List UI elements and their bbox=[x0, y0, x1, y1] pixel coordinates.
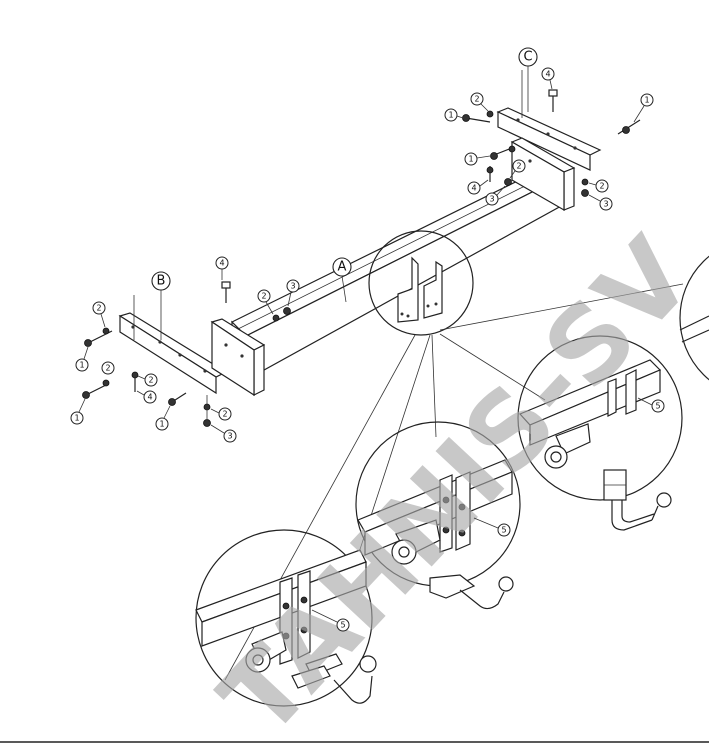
callout-1-right-left: 1 bbox=[444, 108, 464, 122]
callout-3-right-mid: 3 bbox=[485, 185, 506, 206]
svg-text:5: 5 bbox=[501, 526, 506, 535]
right-fasteners bbox=[462, 89, 641, 197]
svg-text:3: 3 bbox=[290, 282, 295, 291]
svg-text:2: 2 bbox=[261, 292, 266, 301]
svg-text:2: 2 bbox=[105, 364, 110, 373]
callout-2-left-mid: 2 bbox=[101, 361, 115, 375]
svg-text:1: 1 bbox=[159, 420, 164, 429]
callout-3-left-lower: 3 bbox=[210, 424, 237, 443]
svg-text:1: 1 bbox=[644, 96, 649, 105]
callout-2-left-bolt: 2 bbox=[137, 373, 158, 387]
callout-1-left-top: 1 bbox=[75, 346, 89, 372]
svg-text:2: 2 bbox=[516, 162, 521, 171]
detail-circle-bottom-left bbox=[195, 529, 377, 707]
svg-text:2: 2 bbox=[599, 182, 604, 191]
svg-text:3: 3 bbox=[603, 200, 608, 209]
callout-2-right-bottom: 2 bbox=[588, 179, 609, 193]
callout-1-right-top: 1 bbox=[633, 93, 654, 123]
part-label-b-text: B bbox=[157, 274, 166, 289]
callout-1-left-bottom: 1 bbox=[70, 398, 86, 425]
callout-3-right-bottom: 3 bbox=[588, 194, 613, 211]
detail-focus-circle bbox=[368, 230, 474, 336]
callout-2-left-top: 2 bbox=[92, 301, 106, 328]
callout-1-left-center: 1 bbox=[155, 405, 171, 431]
detail-circle-right bbox=[517, 335, 683, 531]
callout-4-left: 4 bbox=[136, 390, 157, 404]
callout-4-right-top: 4 bbox=[541, 67, 555, 90]
svg-text:3: 3 bbox=[227, 432, 232, 441]
callout-2-right-mid: 2 bbox=[509, 159, 526, 179]
callout-2-left-lower: 2 bbox=[210, 407, 232, 421]
callout-2-right-top: 2 bbox=[470, 92, 489, 112]
svg-text:2: 2 bbox=[474, 95, 479, 104]
svg-text:2: 2 bbox=[148, 376, 153, 385]
right-mounting-plates bbox=[496, 70, 602, 212]
svg-text:1: 1 bbox=[448, 111, 453, 120]
part-label-b: B bbox=[151, 271, 171, 340]
callout-4-right-mid: 4 bbox=[467, 179, 489, 195]
svg-text:2: 2 bbox=[96, 304, 101, 313]
callout-5-detail-middle: 5 bbox=[473, 517, 511, 537]
callout-5-detail-left: 5 bbox=[311, 609, 350, 632]
svg-text:1: 1 bbox=[74, 414, 79, 423]
part-label-c: C bbox=[518, 47, 538, 112]
part-label-a-text: A bbox=[338, 260, 347, 275]
left-mounting-plates bbox=[118, 295, 266, 397]
svg-text:2: 2 bbox=[222, 410, 227, 419]
svg-text:5: 5 bbox=[340, 621, 345, 630]
left-fasteners bbox=[82, 281, 291, 427]
svg-text:4: 4 bbox=[545, 70, 550, 79]
part-label-a: A bbox=[332, 257, 352, 303]
detail-circle-far-right bbox=[679, 255, 709, 381]
callout-2-left-nut: 2 bbox=[257, 289, 274, 315]
svg-text:4: 4 bbox=[219, 259, 224, 268]
callout-4-left-top: 4 bbox=[215, 256, 229, 280]
detail-circle-middle bbox=[355, 421, 521, 610]
callout-3-left-nut: 3 bbox=[286, 279, 300, 307]
part-label-c-text: C bbox=[523, 50, 532, 65]
svg-text:5: 5 bbox=[655, 402, 660, 411]
svg-text:4: 4 bbox=[147, 393, 152, 402]
svg-text:1: 1 bbox=[79, 361, 84, 370]
svg-text:4: 4 bbox=[471, 184, 476, 193]
callout-1-right-mid: 1 bbox=[464, 152, 491, 166]
callout-5-detail-right: 5 bbox=[637, 397, 665, 413]
svg-text:3: 3 bbox=[489, 195, 494, 204]
svg-text:1: 1 bbox=[468, 155, 473, 164]
